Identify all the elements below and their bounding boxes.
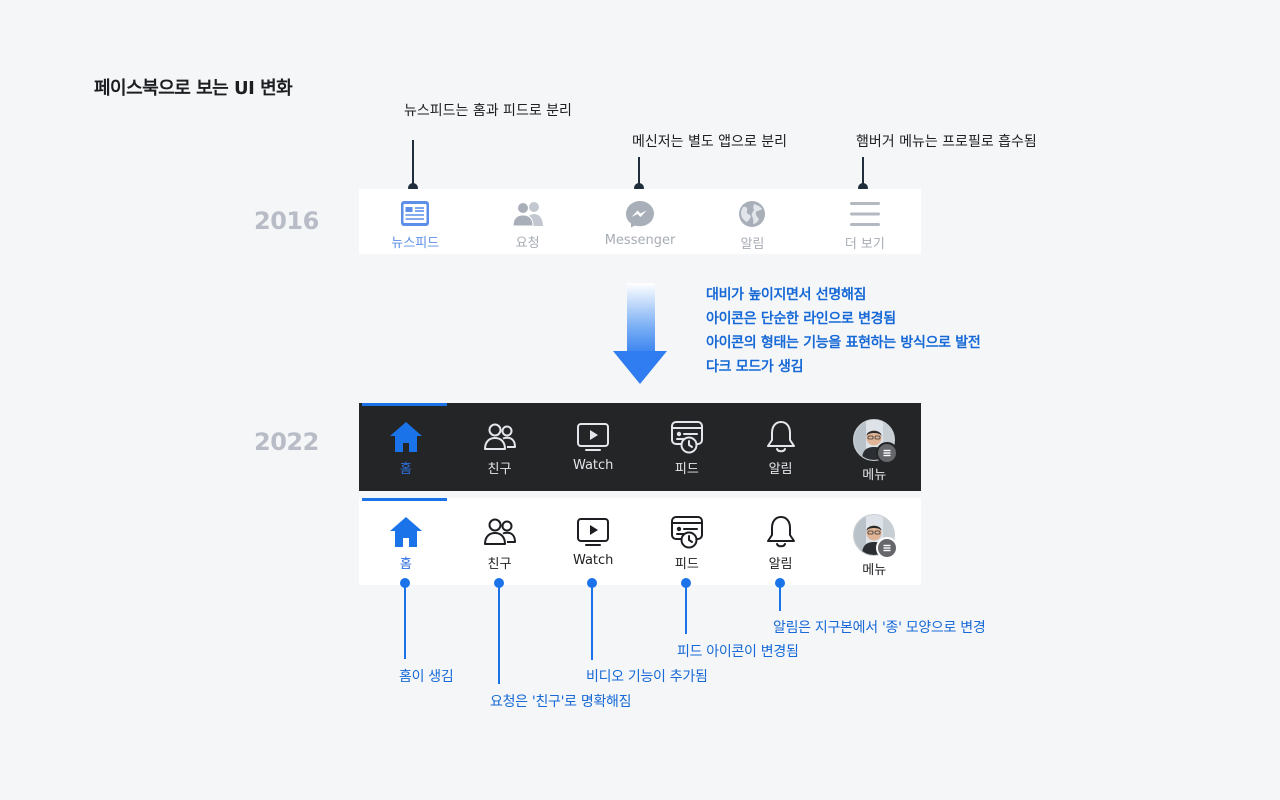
tab-friends[interactable]: 친구 [453,403,547,491]
menu-badge-icon [876,442,899,464]
tab-notifications[interactable]: 알림 [696,189,808,254]
tab-label: 더 보기 [844,237,885,252]
tab-bar-2016: 뉴스피드 요청 Messenger 알림 더 보기 [359,189,921,254]
tab-label: 홈 [399,557,412,572]
year-2016-label: 2016 [254,207,319,235]
tab-label: 피드 [674,557,699,572]
change-item: 대비가 높이지면서 선명해짐 [706,287,867,303]
tab-messenger[interactable]: Messenger [584,189,696,254]
tab-notifications[interactable]: 알림 [734,403,828,491]
tab-watch[interactable]: Watch [546,403,640,491]
tab-newsfeed[interactable]: 뉴스피드 [359,189,471,254]
tab-bar-2022-dark: 홈 친구 Watch 피드 알림 메뉴 [359,403,921,491]
annotation-bell-changed: 알림은 지구본에서 '종' 모양으로 변경 [773,620,986,636]
menu-badge-icon [876,537,899,559]
hamburger-menu-icon [849,202,880,226]
tab-label: Messenger [604,233,676,248]
bell-icon [763,419,799,455]
profile-menu-icon [853,514,899,559]
annotation-friends-renamed: 요청은 '친구'로 명확해짐 [490,694,632,710]
annotation-connector-line [412,140,414,186]
friends-icon [482,514,518,550]
tab-label: 메뉴 [862,468,887,483]
annotation-home-added: 홈이 생김 [399,669,454,685]
transition-arrow [627,283,655,353]
page-title: 페이스북으로 보는 UI 변화 [94,78,293,99]
annotation-hamburger-absorbed: 햄버거 메뉴는 프로필로 흡수됨 [856,134,1037,150]
annotation-connector-dot [858,183,868,193]
home-icon [388,514,424,550]
annotation-connector-line [862,157,864,186]
transition-arrow-head [613,351,667,384]
annotation-connector-line [638,157,640,186]
annotation-connector-dot [634,183,644,193]
tab-label: Watch [572,553,614,568]
tab-more[interactable]: 더 보기 [809,189,921,254]
tab-home[interactable]: 홈 [359,498,453,585]
tab-label: 메뉴 [862,563,887,578]
tab-menu[interactable]: 메뉴 [827,498,921,585]
tab-friends[interactable]: 친구 [453,498,547,585]
friend-requests-icon [512,202,543,227]
annotation-connector-line [591,586,593,660]
tab-requests[interactable]: 요청 [471,189,583,254]
tab-home[interactable]: 홈 [359,403,453,491]
annotation-connector-line [498,586,500,684]
tab-watch[interactable]: Watch [546,498,640,585]
feed-icon [669,419,705,455]
tab-feed[interactable]: 피드 [640,498,734,585]
annotation-newsfeed-split: 뉴스피드는 홈과 피드로 분리 [404,103,572,119]
changes-list: 대비가 높이지면서 선명해짐 아이콘은 단순한 라인으로 변경됨 아이콘의 형태… [706,283,981,379]
annotation-connector-line [779,586,781,611]
annotation-connector-dot [494,578,504,588]
annotation-connector-dot [408,183,418,193]
tab-label: 뉴스피드 [391,236,440,251]
change-item: 아이콘의 형태는 기능을 표현하는 방식으로 발전 [706,335,981,351]
feed-icon [669,514,705,550]
tab-label: 친구 [487,462,512,477]
change-item: 아이콘은 단순한 라인으로 변경됨 [706,311,896,327]
change-item: 다크 모드가 생김 [706,359,804,375]
watch-icon [575,514,611,550]
globe-icon [739,201,766,227]
year-2022-label: 2022 [254,428,319,456]
tab-feed[interactable]: 피드 [640,403,734,491]
tab-label: 피드 [674,462,699,477]
tab-bar-2022-light: 홈 친구 Watch 피드 알림 메뉴 [359,498,921,585]
home-icon [388,419,424,455]
annotation-messenger-split: 메신저는 별도 앱으로 분리 [632,134,788,150]
tab-label: 홈 [399,462,412,477]
annotation-connector-dot [775,578,785,588]
tab-label: 요청 [515,236,540,251]
annotation-feed-icon-changed: 피드 아이콘이 변경됨 [677,644,799,660]
tab-label: 친구 [487,557,512,572]
tab-label: Watch [572,458,614,473]
annotation-video-added: 비디오 기능이 추가됨 [586,669,708,685]
active-tab-indicator [362,498,447,501]
newsfeed-icon [401,201,430,226]
profile-menu-icon [853,419,899,464]
tab-label: 알림 [768,557,793,572]
annotation-connector-line [685,586,687,634]
tab-label: 알림 [768,462,793,477]
tab-label: 알림 [740,237,765,252]
bell-icon [763,514,799,550]
annotation-connector-dot [587,578,597,588]
messenger-icon [626,201,655,228]
friends-icon [482,419,518,455]
tab-menu[interactable]: 메뉴 [827,403,921,491]
annotation-connector-dot [400,578,410,588]
active-tab-indicator [362,403,447,406]
annotation-connector-dot [681,578,691,588]
tab-notifications[interactable]: 알림 [734,498,828,585]
annotation-connector-line [404,586,406,659]
watch-icon [575,419,611,455]
